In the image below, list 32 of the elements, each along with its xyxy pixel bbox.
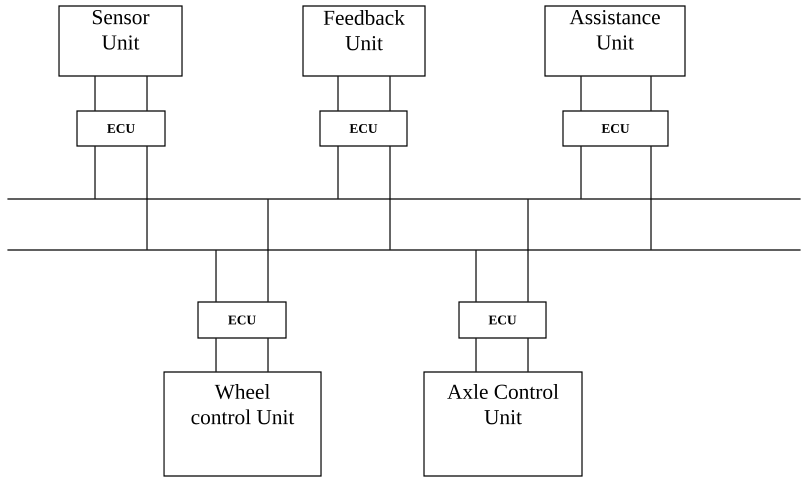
bus-line [7,198,801,200]
connector-line [475,250,477,302]
unit-box: Feedback Unit [302,5,426,77]
connector-line [94,76,96,110]
connector-line [650,76,652,110]
connector-line [337,146,339,198]
bus-line [7,249,801,251]
connector-line [475,338,477,372]
ecu-box: ECU [458,301,547,339]
connector-line [337,76,339,110]
unit-box: Axle Control Unit [423,371,583,477]
unit-box: Sensor Unit [58,5,183,77]
connector-line [215,250,217,302]
connector-line [580,76,582,110]
ecu-box: ECU [197,301,287,339]
ecu-box: ECU [76,110,166,147]
ecu-box: ECU [562,110,669,147]
connector-line [215,338,217,372]
connector-line [389,76,391,110]
connector-line [146,146,148,250]
connector-line [527,200,529,302]
connector-line [650,146,652,250]
ecu-box: ECU [319,110,408,147]
unit-box: Assistance Unit [544,5,686,77]
connector-line [389,146,391,250]
connector-line [146,76,148,110]
connector-line [267,200,269,302]
connector-line [94,146,96,198]
connector-line [527,338,529,372]
connector-line [267,338,269,372]
connector-line [580,146,582,198]
unit-box: Wheel control Unit [163,371,322,477]
